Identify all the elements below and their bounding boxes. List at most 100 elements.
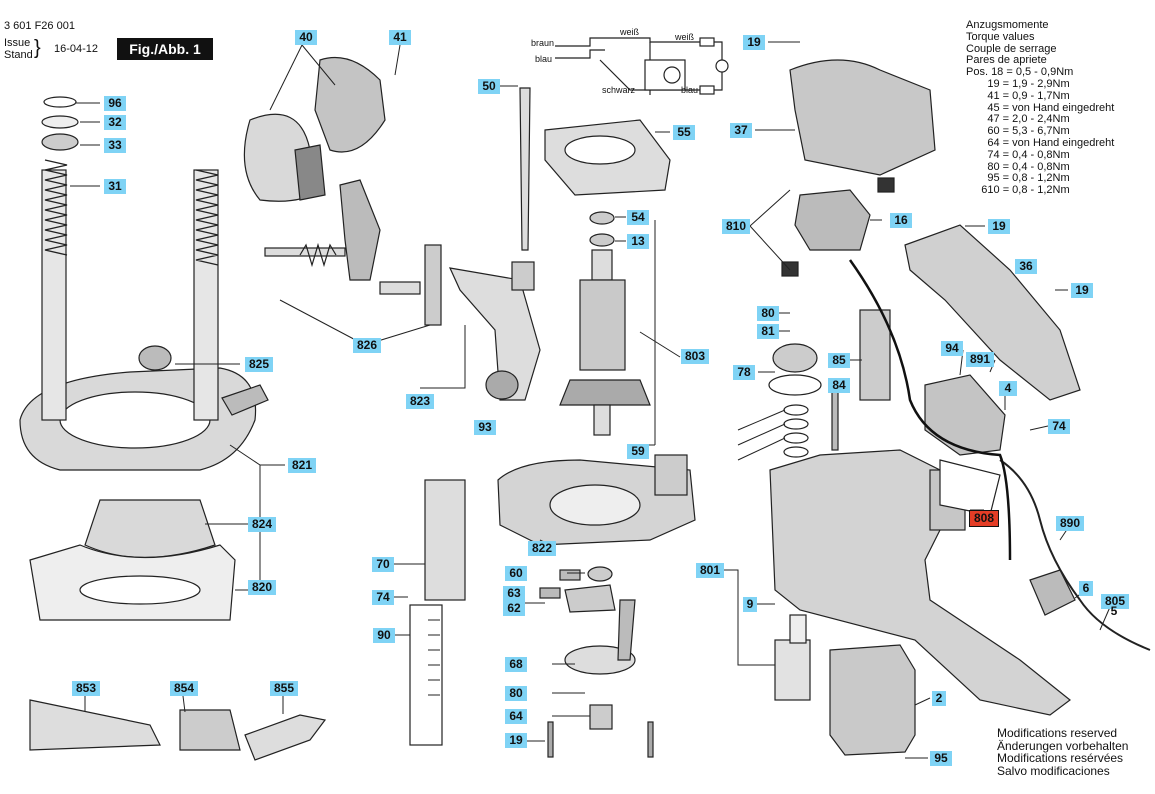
callout-80: 80 [757,306,779,321]
mods-fr: Modifications resérvées [997,751,1124,765]
callout-822: 822 [528,541,556,556]
callout-826: 826 [353,338,381,353]
callout-74: 74 [1048,419,1070,434]
adapter-ring [179,709,241,751]
modifications-note: Modifications reserved Änderungen vorbeh… [997,727,1128,777]
torque-row: 47 = 2,0 - 2,4Nm [966,113,1070,126]
callout-803: 803 [681,349,709,364]
wiring-schematic [555,37,729,95]
callout-19-b: 19 [988,219,1010,234]
callout-855: 855 [270,681,298,696]
centering-pin [244,714,327,761]
callout-820: 820 [248,580,276,595]
callout-50: 50 [478,79,500,94]
torque-values-table: Anzugsmomente Torque values Couple de se… [966,19,1151,197]
callout-19-c: 19 [1071,283,1093,298]
wire-label-blau: blau [535,54,552,64]
callout-95: 95 [930,751,952,766]
router-base [19,169,269,621]
callout-805: 805 [1101,594,1129,609]
callout-90: 90 [373,628,395,643]
top-cap [789,59,936,176]
callout-33: 33 [104,138,126,153]
wire-label-schwarz: schwarz [602,85,636,95]
callout-808: 808 [969,510,999,527]
callout-5: 5 [1110,604,1118,618]
depth-scale [409,604,443,746]
callout-16: 16 [890,213,912,228]
wire-label-weiss: weiß [619,27,640,37]
callout-63: 63 [503,586,525,601]
callout-823: 823 [406,394,434,409]
mods-en: Modifications reserved [997,726,1118,740]
armature-803 [559,211,651,436]
callout-19: 19 [743,35,765,50]
callout-6: 6 [1079,581,1093,596]
handle-40 [243,56,386,202]
callout-4: 4 [999,381,1017,396]
side-handle [904,224,1081,401]
bracket-glyph: } [34,37,41,59]
turret-plate [564,645,636,675]
stand-label: Stand [4,49,33,61]
depth-rod-holder [424,479,466,601]
callout-60: 60 [505,566,527,581]
torque-row: 19 = 1,9 - 2,9Nm [966,77,1070,90]
torque-row: 41 = 0,9 - 1,7Nm [966,89,1070,102]
torque-title-es: Pares de apriete [966,54,1047,67]
torque-row: Pos. 18 = 0,5 - 0,9Nm [966,66,1074,79]
torque-row: 80 = 0,4 - 0,8Nm [966,160,1070,173]
callout-824: 824 [248,517,276,532]
wire-label-weiss-2: weiß [674,32,695,42]
callout-2: 2 [932,691,946,706]
torque-title-fr: Couple de serrage [966,42,1057,55]
wrench [29,699,161,751]
depth-lock-lever [264,179,442,326]
issue-date: 16-04-12 [54,43,99,55]
callout-85: 85 [828,353,850,368]
callout-810: 810 [722,219,750,234]
callout-74-b: 74 [372,590,394,605]
callout-825: 825 [245,357,273,372]
collet-rod [519,87,531,251]
wire-label-blau-2: blau [681,85,698,95]
callout-93: 93 [474,420,496,435]
callout-19-d: 19 [505,733,527,748]
field-coil [829,644,916,756]
callout-40: 40 [295,30,317,45]
torque-row: 95 = 0,8 - 1,2Nm [966,172,1070,185]
callout-890: 890 [1056,516,1084,531]
torque-row: 45 = von Hand eingedreht [966,101,1115,114]
issue-label: Issue [4,37,31,49]
callout-41: 41 [389,30,411,45]
torque-row: 64 = von Hand eingedreht [966,136,1115,149]
callout-54: 54 [627,210,649,225]
callout-37: 37 [730,123,752,138]
mods-de: Änderungen vorbehalten [997,738,1129,753]
callout-36: 36 [1015,259,1037,274]
callout-854: 854 [170,681,198,696]
callout-31: 31 [104,179,126,194]
mods-es: Salvo modificaciones [997,763,1110,778]
callout-13: 13 [627,234,649,249]
callout-64: 64 [505,709,527,724]
spring-31 [44,159,219,266]
figure-label: Fig./Abb. 1 [117,38,213,60]
callout-853: 853 [72,681,100,696]
callout-68: 68 [505,657,527,672]
callout-94: 94 [941,341,963,356]
brush-holder [794,189,871,251]
callout-59: 59 [627,444,649,459]
torque-row: 60 = 5,3 - 6,7Nm [966,125,1070,138]
torque-title-de: Anzugsmomente [966,19,1049,31]
callout-78: 78 [733,365,755,380]
callout-821: 821 [288,458,316,473]
document-number: 3 601 F26 001 [4,20,75,32]
motor-housing [769,449,1071,716]
callout-70: 70 [372,557,394,572]
turret-bracket [448,267,541,401]
callout-81: 81 [757,324,779,339]
callout-55: 55 [673,125,695,140]
callout-801: 801 [696,563,724,578]
callout-96: 96 [104,96,126,111]
